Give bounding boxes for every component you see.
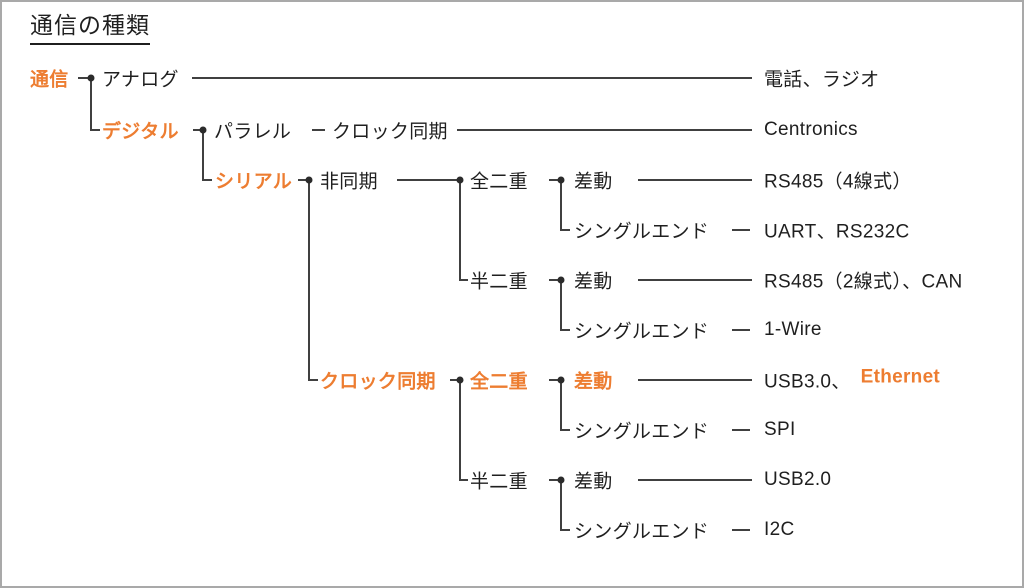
node-serial: シリアル bbox=[215, 171, 293, 193]
node-sync-half-duplex: 半二重 bbox=[470, 471, 528, 493]
drop-sync-half bbox=[459, 380, 468, 481]
outcome-sync-full-differential-accent: Ethernet bbox=[860, 366, 941, 388]
node-async-half-duplex: 半二重 bbox=[470, 271, 528, 293]
outcome-sync-full-differential-plain: USB3.0、 bbox=[764, 371, 851, 393]
junction-dot-async bbox=[456, 176, 464, 184]
drop-synchalf-single bbox=[560, 480, 570, 531]
junction-dot-sync-half bbox=[557, 476, 565, 484]
node-sync-full-differential: 差動 bbox=[574, 371, 613, 393]
node-digital: デジタル bbox=[102, 121, 179, 143]
outcome-sync-half-single-ended: I2C bbox=[764, 519, 795, 540]
drop-asynchalf-single bbox=[560, 280, 570, 331]
node-parallel: パラレル bbox=[214, 121, 292, 143]
node-async-half-single-ended: シングルエンド bbox=[574, 321, 710, 343]
outcome-sync-half-differential: USB2.0 bbox=[764, 469, 832, 490]
diagram-title: 通信の種類 bbox=[30, 11, 150, 45]
junction-dot-clock-sync bbox=[456, 376, 464, 384]
outcome-sync-full-single-ended: SPI bbox=[764, 419, 796, 440]
outcome-parallel: Centronics bbox=[764, 119, 858, 140]
node-parallel-clock-sync: クロック同期 bbox=[332, 121, 448, 143]
node-async-full-duplex: 全二重 bbox=[470, 171, 528, 193]
junction-dot-sync-full bbox=[557, 376, 565, 384]
node-async-full-differential: 差動 bbox=[574, 171, 613, 193]
drop-syncfull-single bbox=[560, 380, 570, 431]
junction-dot-async-full bbox=[557, 176, 565, 184]
junction-dot-serial bbox=[305, 176, 313, 184]
outcome-analog: 電話、ラジオ bbox=[764, 69, 880, 91]
outcome-async-full-differential: RS485（4線式） bbox=[764, 171, 912, 193]
node-analog: アナログ bbox=[102, 69, 179, 91]
outcome-async-full-single-ended: UART、RS232C bbox=[764, 221, 910, 243]
junction-dot-async-half bbox=[557, 276, 565, 284]
outcome-async-half-differential: RS485（2線式）、CAN bbox=[764, 271, 963, 293]
junction-dot-digital bbox=[199, 126, 207, 134]
drop-async-half bbox=[459, 180, 468, 281]
drop-serial-clocksync bbox=[308, 180, 318, 381]
node-async-half-differential: 差動 bbox=[574, 271, 613, 293]
node-sync-full-single-ended: シングルエンド bbox=[574, 421, 710, 443]
outcome-sync-full-differential: USB3.0、 Ethernet bbox=[764, 367, 940, 394]
node-sync-half-differential: 差動 bbox=[574, 471, 613, 493]
node-communication: 通信 bbox=[30, 69, 69, 91]
node-async-full-single-ended: シングルエンド bbox=[574, 221, 710, 243]
node-clock-sync: クロック同期 bbox=[320, 371, 436, 393]
outcome-async-half-single-ended: 1-Wire bbox=[764, 319, 822, 340]
node-sync-full-duplex: 全二重 bbox=[470, 371, 528, 393]
drop-asyncfull-single bbox=[560, 180, 570, 231]
node-async: 非同期 bbox=[320, 171, 378, 193]
node-sync-half-single-ended: シングルエンド bbox=[574, 521, 710, 543]
drop-digital-serial bbox=[202, 130, 212, 181]
drop-root-digital bbox=[90, 78, 100, 131]
junction-dot-root bbox=[87, 74, 95, 82]
